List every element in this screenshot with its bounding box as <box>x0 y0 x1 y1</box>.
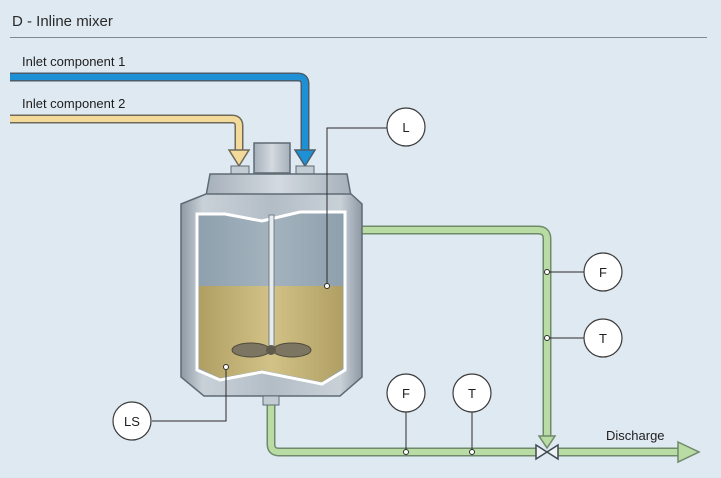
discharge-temperature-instrument: T <box>452 373 492 455</box>
discharge-temperature-tag: T <box>468 386 476 401</box>
discharge-flow-instrument: F <box>386 373 426 455</box>
level-instrument: L <box>324 107 426 289</box>
loop-temperature-tag: T <box>599 331 607 346</box>
three-way-valve <box>535 443 559 461</box>
discharge-pipe <box>266 405 701 464</box>
recirculation-pipe <box>335 219 557 450</box>
inlet-1-label: Inlet component 1 <box>22 54 125 69</box>
inlet-pipe-2 <box>10 114 251 168</box>
level-tag: L <box>402 120 409 135</box>
diagram-title: D - Inline mixer <box>12 13 113 30</box>
loop-flow-tag: F <box>599 265 607 280</box>
loop-temperature-instrument: T <box>544 318 623 358</box>
loop-flow-instrument: F <box>544 252 623 292</box>
title-rule <box>10 37 707 38</box>
level-switch-instrument: LS <box>112 364 229 441</box>
mixing-vessel <box>180 142 363 406</box>
discharge-flow-tag: F <box>402 386 410 401</box>
level-switch-tag: LS <box>124 414 140 429</box>
impeller <box>231 342 312 358</box>
discharge-label: Discharge <box>606 428 665 443</box>
inlet-pipe-1 <box>10 72 317 168</box>
inlet-2-label: Inlet component 2 <box>22 96 125 111</box>
